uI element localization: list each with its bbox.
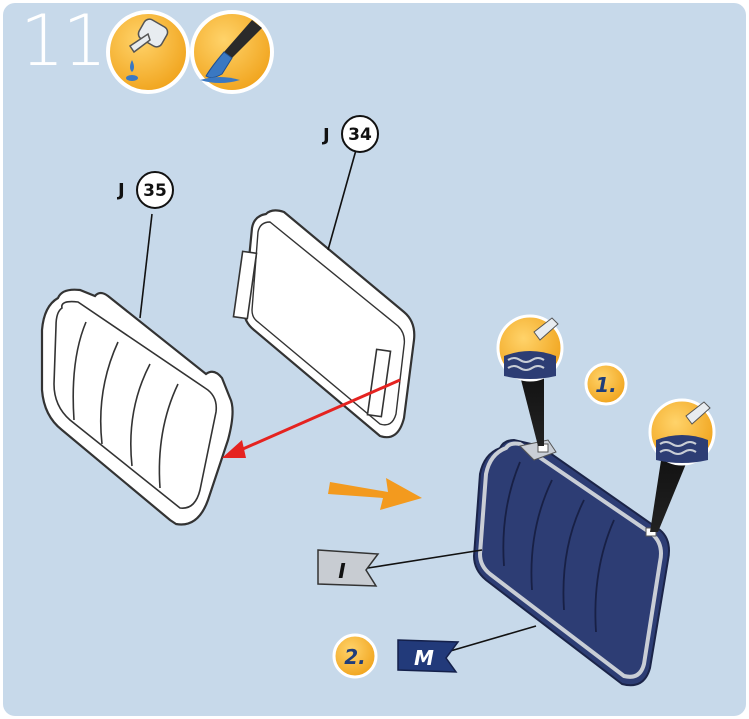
result-arrow bbox=[328, 478, 422, 510]
paint-detail-callout-2 bbox=[650, 400, 714, 532]
paint-code-m: M bbox=[414, 646, 434, 670]
glue-bottle-icon bbox=[108, 12, 188, 92]
paint-code-i: I bbox=[338, 559, 346, 583]
callout-line-j34 bbox=[328, 150, 356, 250]
part-number-34: 34 bbox=[348, 125, 372, 145]
painted-seat-assembly bbox=[474, 440, 669, 685]
part-number-35: 35 bbox=[143, 181, 167, 201]
seat-board-part-j34 bbox=[233, 210, 414, 437]
sub-step-2-label: 2. bbox=[344, 645, 366, 669]
sub-step-1-label: 1. bbox=[595, 373, 617, 397]
part-sprue-j35: J bbox=[116, 180, 125, 201]
paint-brush-icon bbox=[192, 12, 272, 92]
callout-line-j35 bbox=[140, 214, 152, 318]
seat-cushion-part-j35 bbox=[42, 290, 233, 525]
part-sprue-j34: J bbox=[321, 125, 330, 146]
paint-detail-callout-1 bbox=[498, 316, 562, 446]
